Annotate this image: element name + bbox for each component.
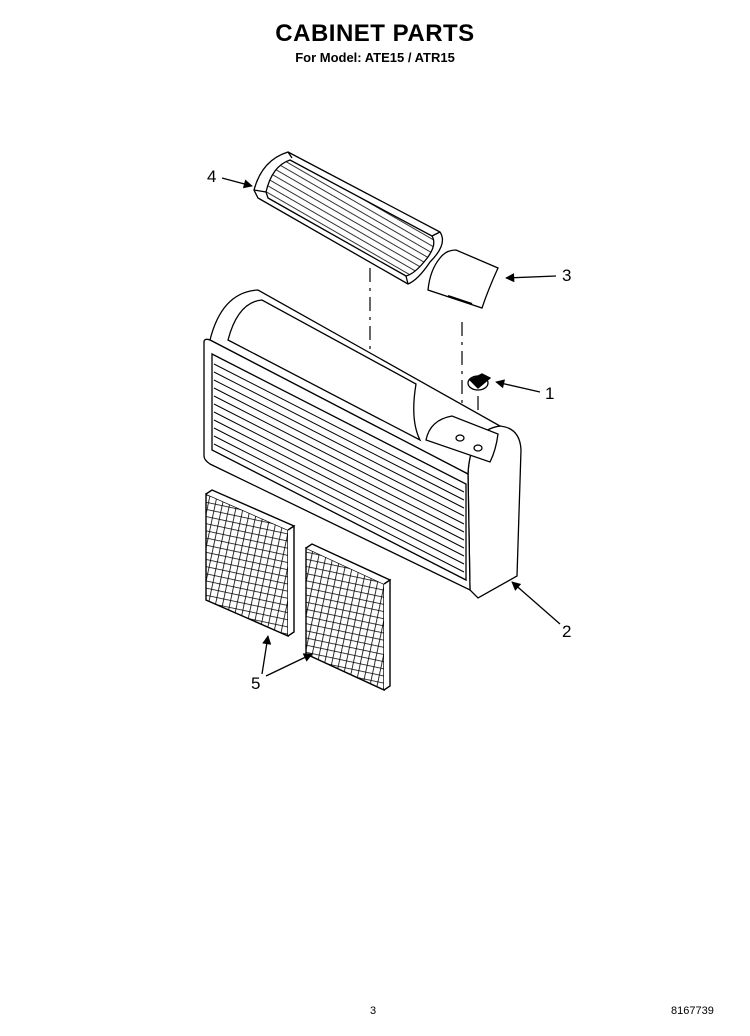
model-subtitle: For Model: ATE15 / ATR15: [295, 50, 455, 65]
control-knob-part: [467, 373, 492, 391]
document-number: 8167739: [671, 1005, 714, 1017]
callout-label-2: 2: [562, 622, 572, 641]
discharge-grille-part: [253, 151, 444, 285]
page-title: CABINET PARTS: [275, 20, 475, 47]
callout-label-5: 5: [251, 674, 261, 693]
callout-label-3: 3: [562, 266, 572, 285]
page-number: 3: [370, 1005, 377, 1017]
cabinet-front-part: [203, 289, 522, 599]
air-filter-right: [305, 543, 392, 692]
air-filter-left: [205, 489, 296, 638]
control-cover-part: [427, 249, 499, 309]
callout-label-1: 1: [545, 384, 555, 403]
callout-label-4: 4: [207, 167, 217, 186]
callout-leaders: [221, 177, 561, 677]
